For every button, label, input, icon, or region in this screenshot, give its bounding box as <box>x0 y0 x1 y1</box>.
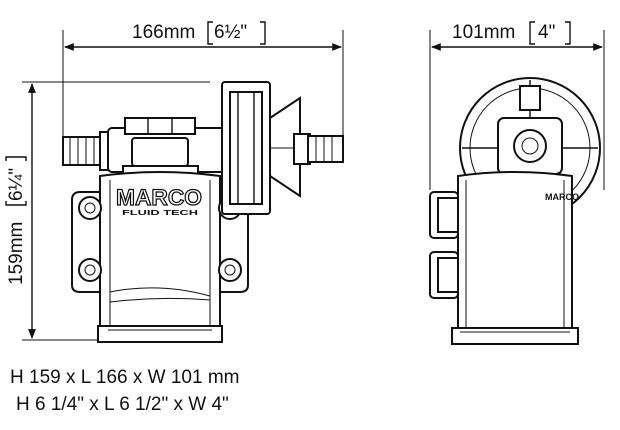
width-mm-label: 101mm <box>452 22 515 43</box>
svg-text:FLUID TECH: FLUID TECH <box>122 210 198 217</box>
length-dimension: 166mm 6½" <box>62 21 344 140</box>
caption-imperial: H 6 1/4" x L 6 1/2" x W 4" <box>16 394 229 415</box>
height-mm-label: 159mm <box>6 222 27 285</box>
mounting-feet-left <box>71 191 102 293</box>
length-mm-label: 166mm <box>132 22 195 43</box>
side-motor-body <box>451 171 579 345</box>
motor-body <box>97 171 223 343</box>
svg-text:MARCO: MARCO <box>545 192 579 202</box>
height-dimension: 159mm 6¼" <box>5 81 210 341</box>
caption-metric: H 159 x L 166 x W 101 mm <box>10 367 240 388</box>
pump-front-view: MARCO FLUID TECH <box>62 81 344 343</box>
pump-side-view: MARCO <box>429 77 601 345</box>
valve-assembly <box>221 81 301 215</box>
pump-head <box>107 117 227 175</box>
width-in-label: 4" <box>538 22 555 43</box>
length-in-label: 6½" <box>214 22 247 43</box>
side-mounting-feet <box>429 191 459 299</box>
marco-logo: MARCO FLUID TECH <box>115 184 202 217</box>
svg-text:MARCO: MARCO <box>116 185 202 210</box>
width-dimension: 101mm 4" <box>429 21 605 190</box>
side-logo: MARCO <box>545 192 579 202</box>
right-hose-port <box>293 133 344 165</box>
height-in-label: 6¼" <box>6 168 27 201</box>
